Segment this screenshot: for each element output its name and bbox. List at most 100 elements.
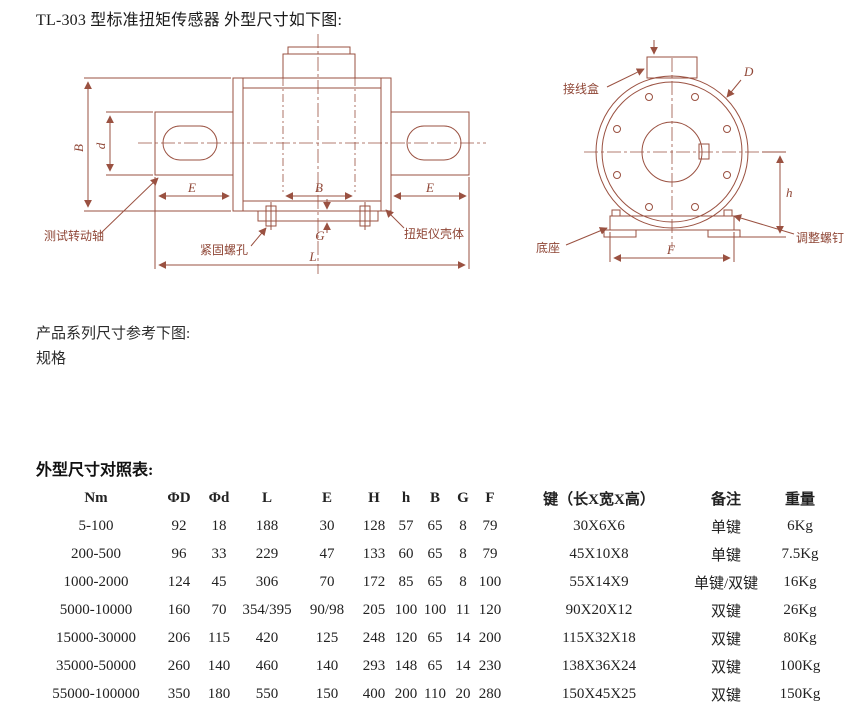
leader-adjust-screw [733,214,795,235]
table-title: 外型尺寸对照表: [36,462,154,479]
table-cell: 单键 [710,519,741,536]
table-cell: 96 [171,545,187,562]
table-cell: 5000-10000 [59,601,133,618]
table-cell: 65 [427,545,443,562]
dim-label-e-left: E [187,180,196,195]
table-cell: 18 [211,517,227,534]
table-cell: 79 [482,545,498,562]
table-cell: 140 [315,657,339,674]
bolt-holes [613,93,731,211]
adjust-screw-right [723,209,733,217]
table-cell: 70 [211,601,227,618]
table-cell: 180 [207,685,231,702]
table-cell: 双键 [710,603,741,620]
junction-box-end [646,56,698,79]
junction-box-side [282,53,356,79]
label-housing: 扭矩仪壳体 [404,227,464,241]
table-cell: 79 [482,517,498,534]
table-cell: 90X20X12 [565,601,633,618]
table-cell: 6Kg [787,517,813,534]
dim-ext-d [106,111,153,176]
table-cell: 65 [427,573,443,590]
column-header: E [321,489,332,506]
base-foot-right [707,229,741,238]
table-cell: 188 [255,517,279,534]
table-cell: 400 [362,685,386,702]
table-cell: 100 [423,601,447,618]
housing-body [232,77,392,212]
end-view-centerlines [584,58,762,248]
table-cell: 16Kg [783,573,817,590]
table-cell: 140 [207,657,231,674]
table-cell: 354/395 [242,601,292,618]
column-header: 重量 [784,491,815,508]
dim-ext-f [609,232,735,262]
dim-leader-D [726,79,742,98]
table-cell: 双键 [710,659,741,676]
table-cell: 306 [255,573,279,590]
dim-label-b-width: B [315,180,323,195]
table-cell: 47 [319,545,335,562]
inner-flange-circle [601,81,743,223]
table-cell: 60 [398,545,414,562]
table-cell: 125 [315,629,339,646]
label-junction-box: 接线盒 [563,81,599,96]
table-cell: 7.5Kg [781,545,819,562]
table-cell: 70 [319,573,335,590]
dim-label-e-right: E [425,180,434,195]
dim-label-f: F [666,242,676,257]
table-cell: 20 [455,685,471,702]
bore-keyway [698,143,710,160]
table-cell: 206 [167,629,191,646]
adjust-screw-left [611,209,621,217]
column-header: Nm [84,489,108,506]
table-cell: 293 [362,657,386,674]
table-cell: 148 [394,657,418,674]
outer-flange-circle [595,75,749,229]
table-cell: 120 [478,601,502,618]
column-header: Φd [208,489,230,506]
end-view-drawing: D h F 接线盒 底座 调整螺钉 [536,40,844,262]
dim-label-g: G [315,228,325,243]
table-cell: 200 [394,685,418,702]
drawing-svg: B d E B E G [44,34,844,274]
table-cell: 65 [427,517,443,534]
table-cell: 100Kg [779,657,821,674]
label-adjust-screw: 调整螺钉 [796,230,844,245]
column-header: L [261,489,272,506]
technical-drawing: B d E B E G [0,30,858,290]
table-cell: 8 [459,545,467,562]
center-bore-circle [641,121,703,183]
leader-base [565,227,608,246]
table-cell: 420 [255,629,279,646]
column-header: 备注 [710,491,741,508]
column-header: ΦD [167,489,191,506]
leader-housing [385,209,405,229]
table-cell: 260 [167,657,191,674]
housing-flange-lines [242,78,382,211]
junction-box-lid [287,46,351,55]
right-shaft [390,111,470,176]
table-cell: 85 [398,573,414,590]
table-cell: 150Kg [779,685,821,702]
table-cell: 57 [398,517,414,534]
spec-label: 规格 [36,351,67,367]
table-cell: 55000-100000 [52,685,140,702]
table-cell: 15000-30000 [56,629,136,646]
column-header: F [485,489,495,506]
base-plate [609,215,735,231]
table-cell: 45X10X8 [569,545,629,562]
side-view-drawing: B d E B E G [44,34,486,274]
dim-ext-h [736,151,786,238]
table-cell: 160 [167,601,191,618]
table-cell: 128 [362,517,386,534]
table-cell: 55X14X9 [569,573,629,590]
table-cell: 133 [362,545,386,562]
mounting-plate [257,210,379,222]
table-cell: 550 [255,685,279,702]
table-cell: 138X36X24 [561,657,637,674]
table-cell: 14 [455,629,471,646]
